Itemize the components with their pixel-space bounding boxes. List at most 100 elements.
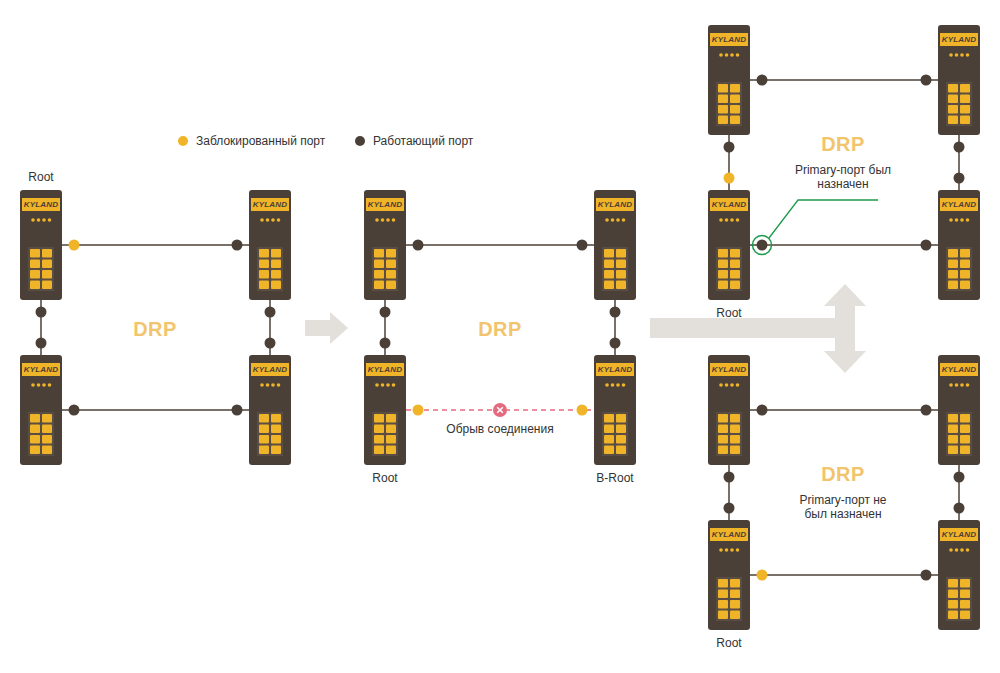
legend-text: Заблокированный порт [196, 134, 325, 148]
switch-box: KYLANDRoot [364, 355, 406, 465]
port-grid [708, 80, 750, 130]
status-leds [938, 545, 980, 555]
switch-box: KYLANDRoot [708, 190, 750, 300]
brand-logo: KYLAND [368, 201, 403, 209]
switch-box: KYLAND [938, 520, 980, 630]
status-leds [708, 215, 750, 225]
port-dot [36, 338, 47, 349]
status-leds [708, 545, 750, 555]
protocol-label: DRP [821, 463, 865, 486]
logo-band: KYLAND [251, 198, 289, 211]
logo-band: KYLAND [22, 198, 60, 211]
port-dot [413, 405, 424, 416]
link-line [36, 300, 47, 355]
port-dot [577, 240, 588, 251]
switch-box: KYLAND [708, 25, 750, 135]
legend-item: Заблокированный порт [178, 134, 325, 148]
branch-arrow-bar [650, 318, 845, 338]
brand-logo: KYLAND [253, 366, 288, 374]
brand-logo: KYLAND [942, 201, 977, 209]
link-line [750, 75, 938, 86]
brand-logo: KYLAND [942, 36, 977, 44]
port-dot [69, 240, 80, 251]
port-grid [708, 410, 750, 460]
status-leds [364, 215, 406, 225]
port-grid [364, 245, 406, 295]
port-grid [249, 410, 291, 460]
switch-box: KYLAND [249, 190, 291, 300]
edge-label: Обрыв соединения [443, 422, 556, 436]
brand-logo: KYLAND [942, 366, 977, 374]
logo-band: KYLAND [596, 198, 634, 211]
status-leds [20, 215, 62, 225]
role-caption: Root [716, 306, 741, 320]
status-leds [249, 215, 291, 225]
logo-band: KYLAND [251, 363, 289, 376]
break-mark [493, 403, 507, 417]
brand-logo: KYLAND [253, 201, 288, 209]
port-dot [921, 75, 932, 86]
port-dot [954, 173, 965, 184]
logo-band: KYLAND [710, 33, 748, 46]
status-leds [708, 380, 750, 390]
switch-box: KYLAND [594, 190, 636, 300]
port-dot [380, 307, 391, 318]
logo-band: KYLAND [710, 528, 748, 541]
port-dot [232, 240, 243, 251]
link-line [406, 240, 594, 251]
logo-band: KYLAND [710, 198, 748, 211]
status-leds [364, 380, 406, 390]
switch-box: KYLANDRoot [20, 190, 62, 300]
brand-logo: KYLAND [368, 366, 403, 374]
link-line [750, 570, 938, 581]
port-dot [954, 472, 965, 483]
port-grid [938, 245, 980, 295]
brand-logo: KYLAND [712, 366, 747, 374]
brand-logo: KYLAND [942, 531, 977, 539]
port-dot [232, 405, 243, 416]
brand-logo: KYLAND [712, 531, 747, 539]
leader-line [769, 200, 878, 238]
port-grid [594, 245, 636, 295]
status-leds [708, 50, 750, 60]
switch-box: KYLANDRoot [708, 520, 750, 630]
switch-box: KYLAND [20, 355, 62, 465]
link-line [724, 135, 735, 190]
port-dot [724, 142, 735, 153]
logo-band: KYLAND [366, 198, 404, 211]
port-dot [954, 142, 965, 153]
link-line [954, 465, 965, 520]
port-dot [610, 338, 621, 349]
branch-arrow-up [824, 284, 866, 306]
link-line [62, 405, 249, 416]
status-leds [938, 215, 980, 225]
logo-band: KYLAND [940, 33, 978, 46]
primary-ring [753, 236, 772, 255]
role-caption: B-Root [596, 471, 633, 485]
role-caption: Root [28, 170, 53, 184]
port-dot [577, 405, 588, 416]
status-leds [594, 380, 636, 390]
port-dot [69, 405, 80, 416]
port-dot [380, 338, 391, 349]
role-caption: Root [716, 636, 741, 650]
port-grid [20, 245, 62, 295]
protocol-label: DRP [478, 318, 522, 341]
branch-arrow-down [824, 351, 866, 373]
protocol-label: DRP [133, 318, 177, 341]
step-arrow [305, 312, 348, 344]
note-text: Primary-порт не был назначен [787, 493, 899, 521]
logo-band: KYLAND [940, 363, 978, 376]
port-grid [364, 410, 406, 460]
port-grid [708, 575, 750, 625]
status-leds [594, 215, 636, 225]
port-dot [724, 472, 735, 483]
port-grid [938, 575, 980, 625]
link-line [380, 300, 391, 355]
logo-band: KYLAND [710, 363, 748, 376]
protocol-label: DRP [821, 133, 865, 156]
legend-item: Работающий порт [355, 134, 473, 148]
port-dot [921, 240, 932, 251]
logo-band: KYLAND [940, 528, 978, 541]
legend-text: Работающий порт [373, 134, 473, 148]
